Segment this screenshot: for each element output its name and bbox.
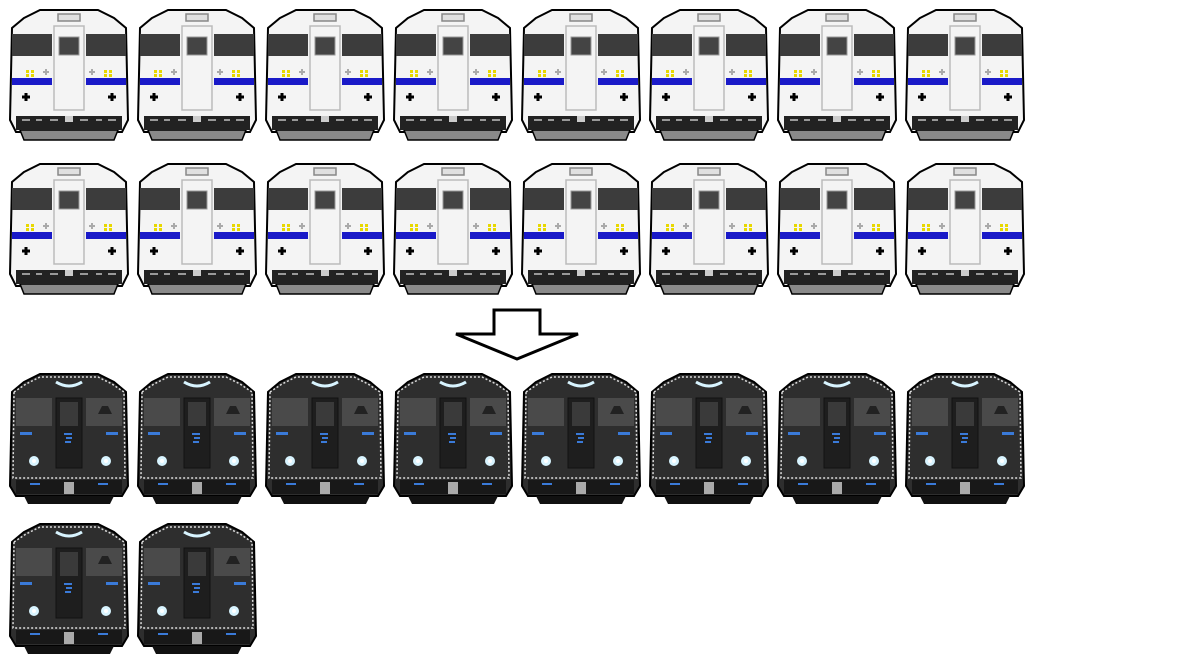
white-train-front [648, 162, 770, 296]
white-train-front [904, 8, 1026, 142]
white-train-front [8, 162, 130, 296]
black-train-front [776, 372, 898, 506]
black-train-front [264, 372, 386, 506]
white-train-front [520, 8, 642, 142]
black-train-front [8, 522, 130, 656]
white-train-front [520, 162, 642, 296]
black-train-front [8, 372, 130, 506]
white-train-front [264, 8, 386, 142]
white-train-front [776, 8, 898, 142]
black-train-front [136, 522, 258, 656]
white-train-front [136, 162, 258, 296]
white-train-front [264, 162, 386, 296]
white-train-front [904, 162, 1026, 296]
black-train-front [392, 372, 514, 506]
white-train-front [392, 8, 514, 142]
black-train-front [520, 372, 642, 506]
black-train-front [648, 372, 770, 506]
black-train-front [136, 372, 258, 506]
white-train-front [8, 8, 130, 142]
white-train-front [648, 8, 770, 142]
white-train-front [392, 162, 514, 296]
arrow-down-icon [455, 308, 579, 361]
white-train-front [776, 162, 898, 296]
white-train-front [136, 8, 258, 142]
black-train-front [904, 372, 1026, 506]
